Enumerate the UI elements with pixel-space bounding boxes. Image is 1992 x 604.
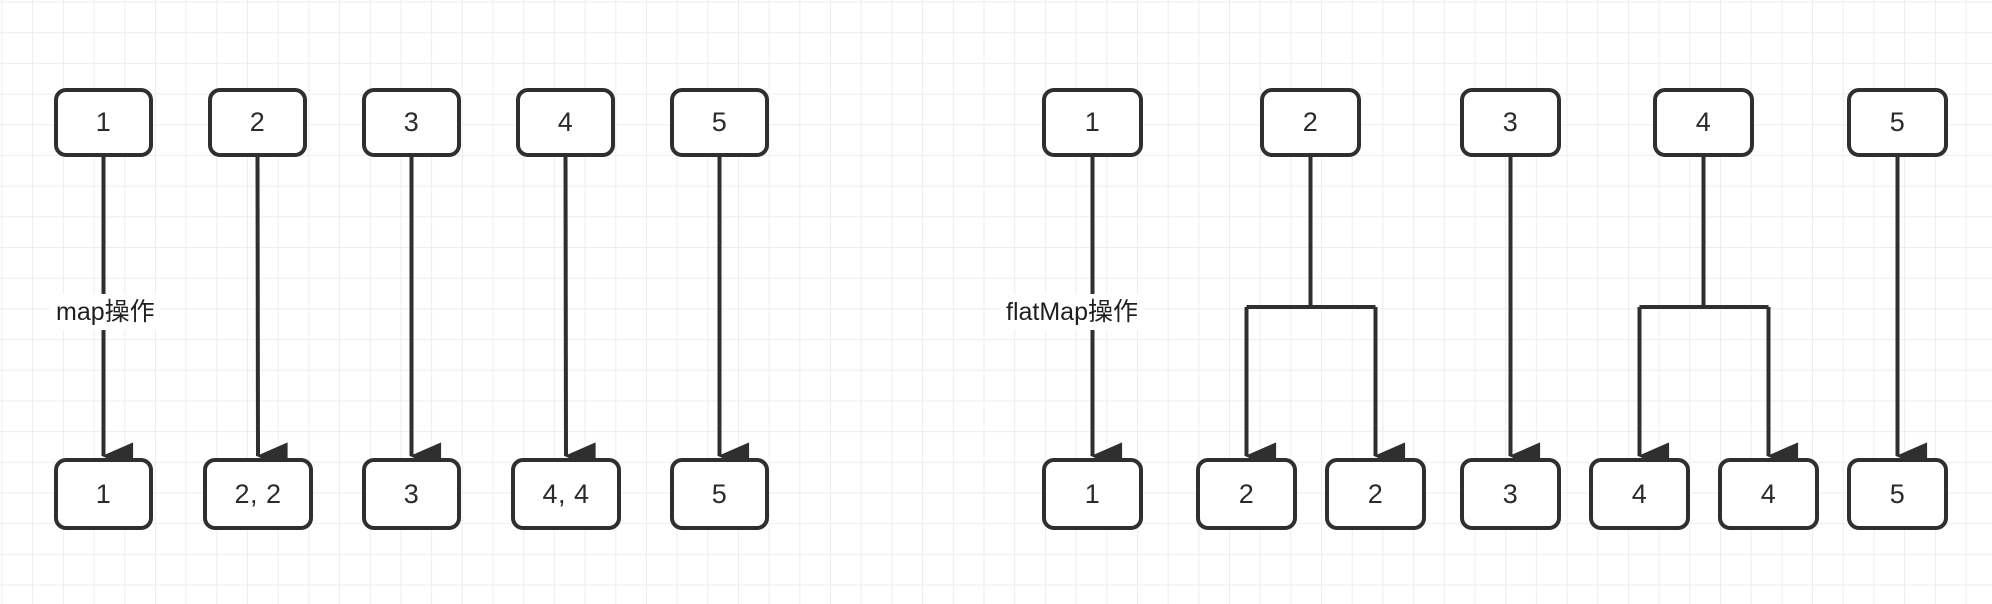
target-node: 1	[1042, 458, 1143, 530]
target-node: 4	[1718, 458, 1819, 530]
source-node: 1	[1042, 88, 1143, 157]
target-node: 2	[1196, 458, 1297, 530]
map-operation-label: map操作	[50, 294, 161, 330]
target-node: 2, 2	[203, 458, 313, 530]
source-node: 4	[1653, 88, 1754, 157]
source-node: 3	[1460, 88, 1561, 157]
source-node: 5	[670, 88, 769, 157]
source-node: 2	[208, 88, 307, 157]
flatmap-operation-label: flatMap操作	[1000, 294, 1144, 330]
target-node: 3	[362, 458, 461, 530]
target-node: 5	[670, 458, 769, 530]
source-node: 3	[362, 88, 461, 157]
target-node: 5	[1847, 458, 1948, 530]
target-node: 4	[1589, 458, 1690, 530]
target-node: 2	[1325, 458, 1426, 530]
source-node: 1	[54, 88, 153, 157]
source-node: 4	[516, 88, 615, 157]
source-node: 2	[1260, 88, 1361, 157]
target-node: 1	[54, 458, 153, 530]
source-node: 5	[1847, 88, 1948, 157]
target-node: 3	[1460, 458, 1561, 530]
target-node: 4, 4	[511, 458, 621, 530]
